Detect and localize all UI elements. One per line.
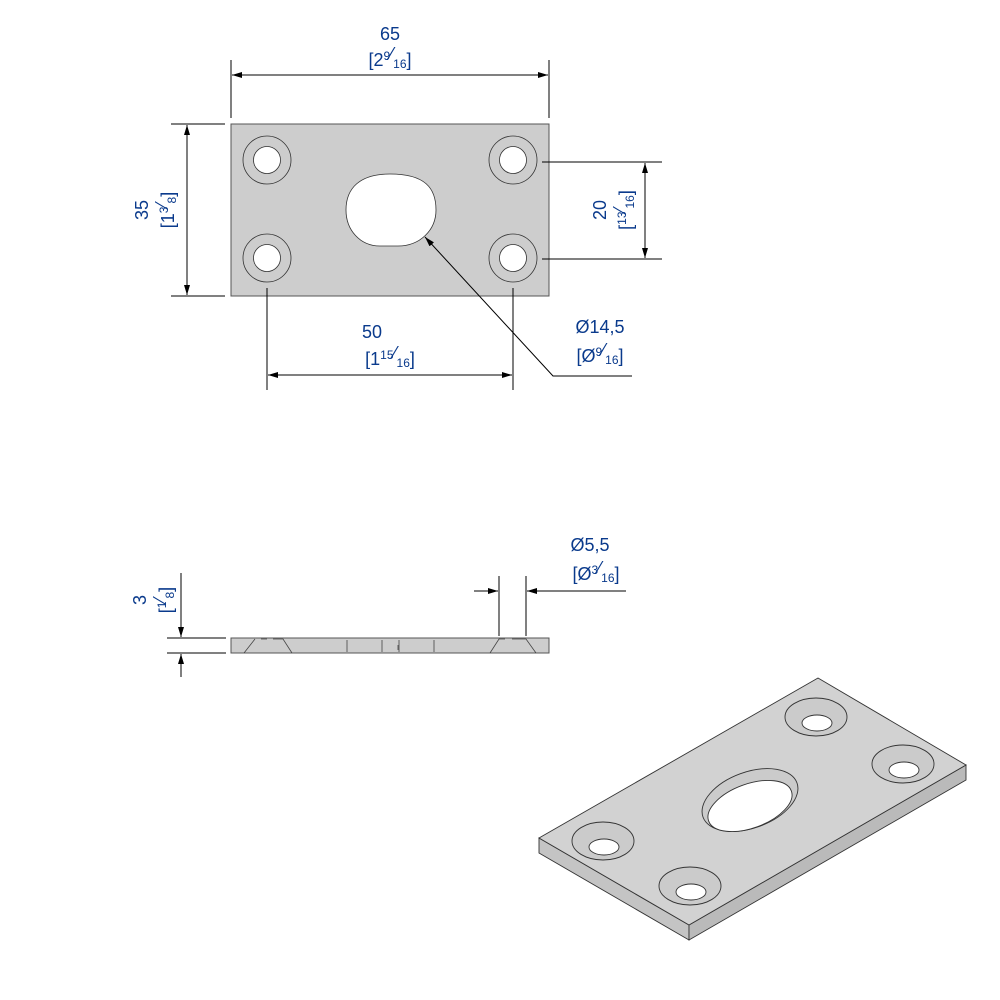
oval-slot [345,173,437,247]
slot-leader-line [424,236,632,377]
thickness-mm: 3 [130,595,150,605]
isometric-view [538,677,967,941]
hole-spacing-h-inch: [115⁄16] [365,343,415,370]
iso-holes [571,697,935,906]
plate-side-view [230,637,550,654]
thickness-inch: [1⁄8] [150,587,177,613]
mounting-holes [242,135,538,283]
height-inch: [13⁄8] [152,192,179,228]
side-view: 3 [1⁄8] Ø5,5 [Ø3⁄16] [130,535,626,677]
width-inch: [29⁄16] [368,44,411,71]
top-view: 65 [29⁄16] 35 [13⁄8] 20 [13⁄16] 50 [115⁄… [132,24,662,390]
height-mm: 35 [132,200,152,220]
hidden-lines [243,638,537,654]
hole-diameter-inch: [Ø3⁄16] [572,558,619,585]
hole-spacing-v-inch: [13⁄16] [610,190,637,230]
hole-spacing-v-mm: 20 [590,200,610,220]
hole-diameter-mm: Ø5,5 [570,535,609,555]
slot-diameter-inch: [Ø9⁄16] [576,340,623,367]
slot-diameter-mm: Ø14,5 [575,317,624,337]
width-mm: 65 [380,24,400,44]
hole-spacing-h-mm: 50 [362,322,382,342]
